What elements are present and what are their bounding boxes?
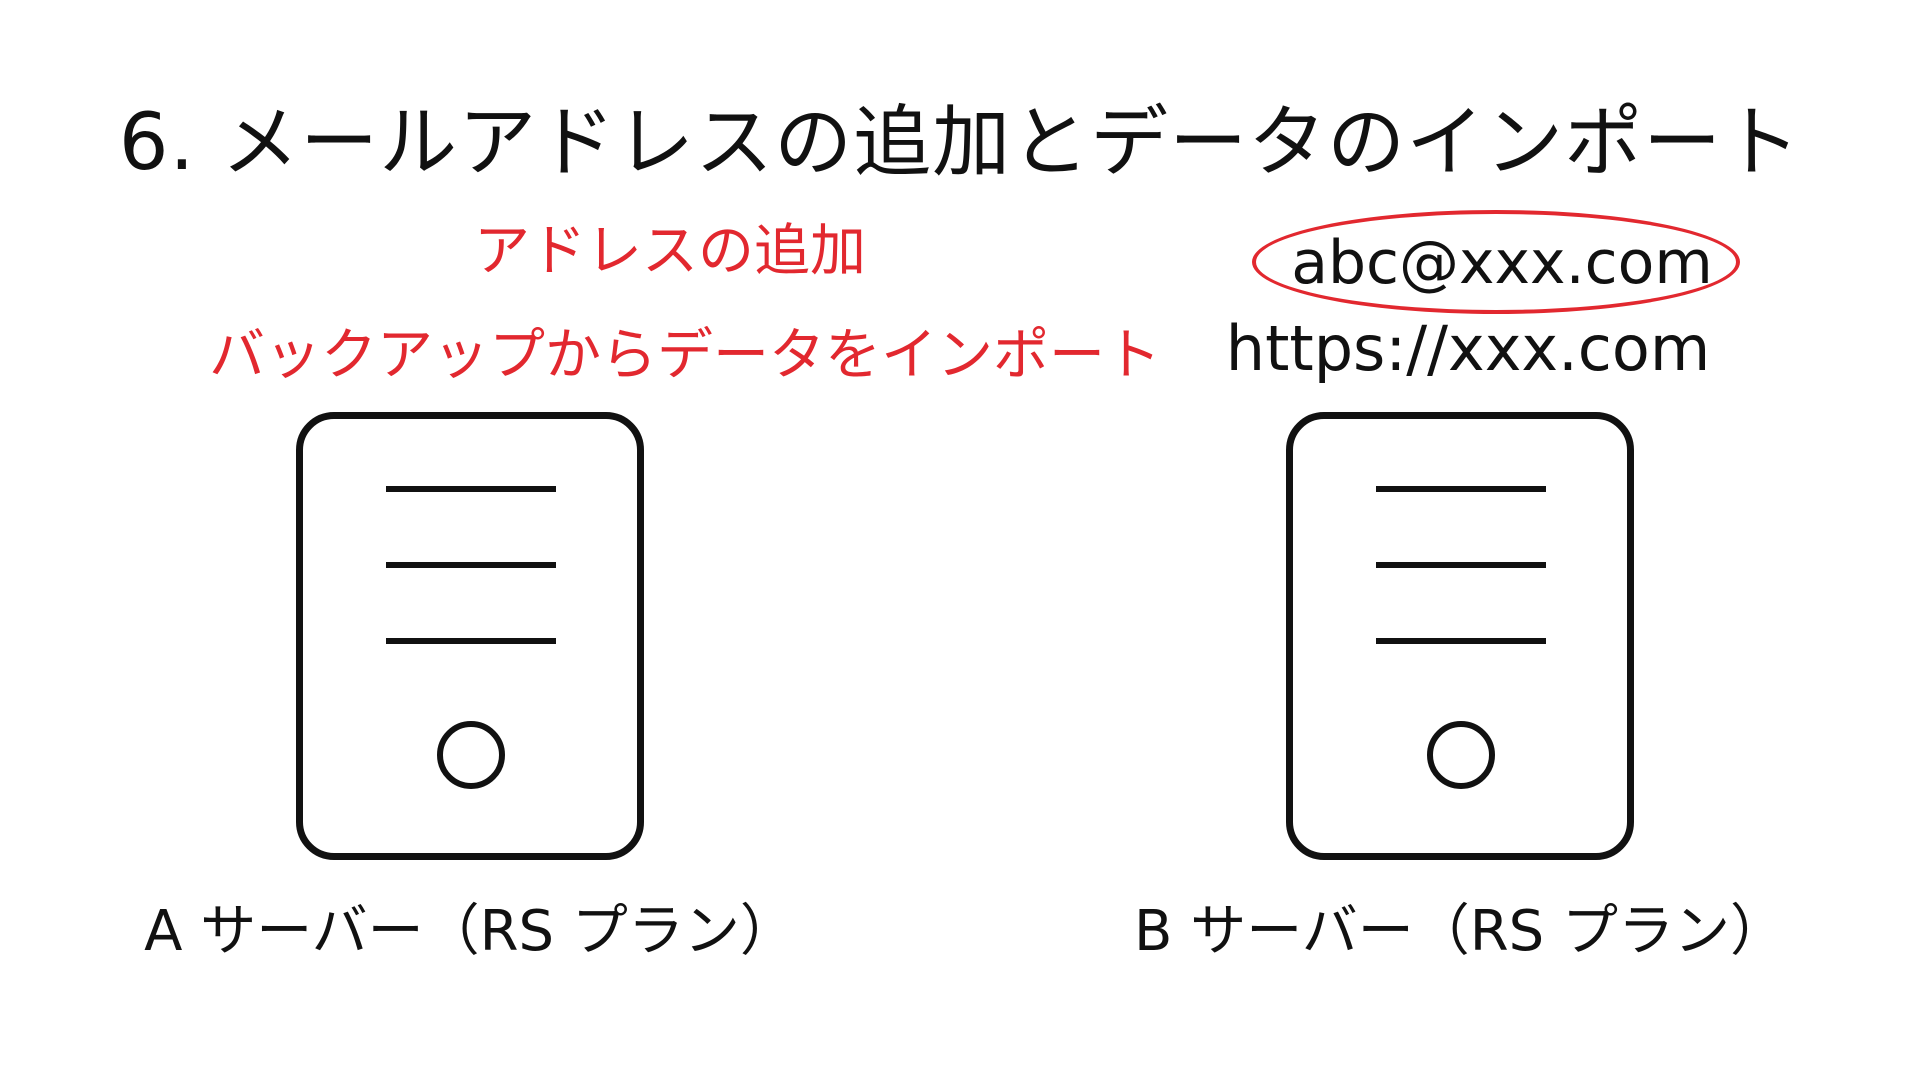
server-b-slot-line — [1376, 638, 1546, 644]
server-a-slot-line — [386, 562, 556, 568]
server-a-label: A サーバー（RS プラン） — [144, 899, 796, 964]
server-a-power-indicator-icon — [437, 721, 505, 789]
email-highlight-ellipse — [1252, 210, 1740, 314]
server-a-slot-line — [386, 638, 556, 644]
server-b-slot-line — [1376, 562, 1546, 568]
add-address-note: アドレスの追加 — [474, 219, 866, 284]
server-b-slot-line — [1376, 486, 1546, 492]
site-url: https://xxx.com — [1225, 312, 1711, 385]
email-address: abc@xxx.com — [1291, 228, 1713, 298]
server-b-icon — [1286, 412, 1634, 860]
server-a-slot-line — [386, 486, 556, 492]
server-b-power-indicator-icon — [1427, 721, 1495, 789]
server-b-label: B サーバー（RS プラン） — [1134, 899, 1786, 964]
import-backup-note: バックアップからデータをインポート — [209, 323, 1161, 388]
page-title: 6. メールアドレスの追加とデータのインポート — [118, 98, 1802, 188]
server-a-icon — [296, 412, 644, 860]
